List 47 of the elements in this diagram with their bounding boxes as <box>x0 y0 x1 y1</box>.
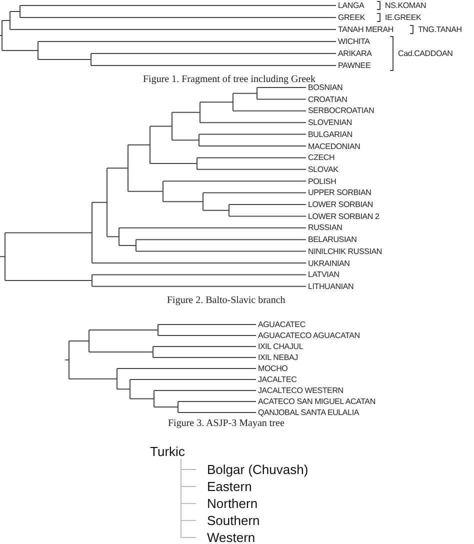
language-name: UKRAINIAN <box>308 258 350 268</box>
figure-caption: Figure 2. Balto-Slavic branch <box>167 295 286 307</box>
family-name: TNG.TANAH <box>418 25 462 34</box>
family-name: NS.KOMAN <box>385 1 426 10</box>
language-name: IXIL CHAJUL <box>258 342 304 351</box>
language-name: IXIL NEBAJ <box>258 353 298 362</box>
language-name: CROATIAN <box>308 94 348 104</box>
language-name: LATVIAN <box>308 270 340 280</box>
language-name: JACALTECO WESTERN <box>258 386 344 395</box>
language-name: SLOVAK <box>308 164 338 174</box>
language-name: PAWNEE <box>338 61 371 70</box>
language-name: RUSSIAN <box>308 223 342 232</box>
language-name: LANGA <box>338 1 364 10</box>
figure-caption: Figure 3. ASJP-3 Mayan tree <box>168 418 284 430</box>
language-name: LITHUANIAN <box>308 282 354 291</box>
language-name: JACALTEC <box>258 375 297 384</box>
tree-connector <box>180 458 196 538</box>
language-name: LOWER SORBIAN 2 <box>308 212 380 221</box>
language-name: TANAH MERAH <box>338 25 394 34</box>
tree-root-label: Turkic <box>150 444 185 459</box>
language-name: CZECH <box>308 153 335 162</box>
language-name: SLOVENIAN <box>308 118 352 128</box>
language-name: AGUACATEC <box>258 320 306 329</box>
language-name: AGUACATECO AGUACATAN <box>258 331 360 340</box>
family-name: IE.GREEK <box>385 13 422 22</box>
family-name: Cad.CADDOAN <box>398 49 453 58</box>
tree-item: Bolgar (Chuvash) <box>196 462 308 477</box>
language-name: ACATECO SAN MIGUEL ACATAN <box>258 397 376 406</box>
language-name: MOCHO <box>258 364 288 373</box>
tree-item: Eastern <box>196 479 252 494</box>
language-name: BELARUSIAN <box>308 235 357 244</box>
tree-item: Southern <box>196 513 260 528</box>
language-name: MACEDONIAN <box>308 142 360 150</box>
language-name: LOWER SORBIAN <box>308 200 373 209</box>
figure-caption: Figure 1. Fragment of tree including Greek <box>143 74 316 85</box>
language-name: BOSNIAN <box>308 83 343 92</box>
language-name: WICHITA <box>338 37 370 46</box>
tree-item: Western <box>196 530 256 544</box>
language-name: SERBOCROATIAN <box>308 106 374 116</box>
language-name: GREEK <box>338 13 366 22</box>
tree-item: Northern <box>196 496 258 511</box>
language-name: QANJOBAL SANTA EULALIA <box>258 408 359 417</box>
language-name: BULGARIAN <box>308 130 352 139</box>
language-name: ARIKARA <box>338 49 372 58</box>
language-name: UPPER SORBIAN <box>308 188 372 198</box>
language-name: POLISH <box>308 176 336 186</box>
language-name: NINILCHIK RUSSIAN <box>308 246 382 256</box>
